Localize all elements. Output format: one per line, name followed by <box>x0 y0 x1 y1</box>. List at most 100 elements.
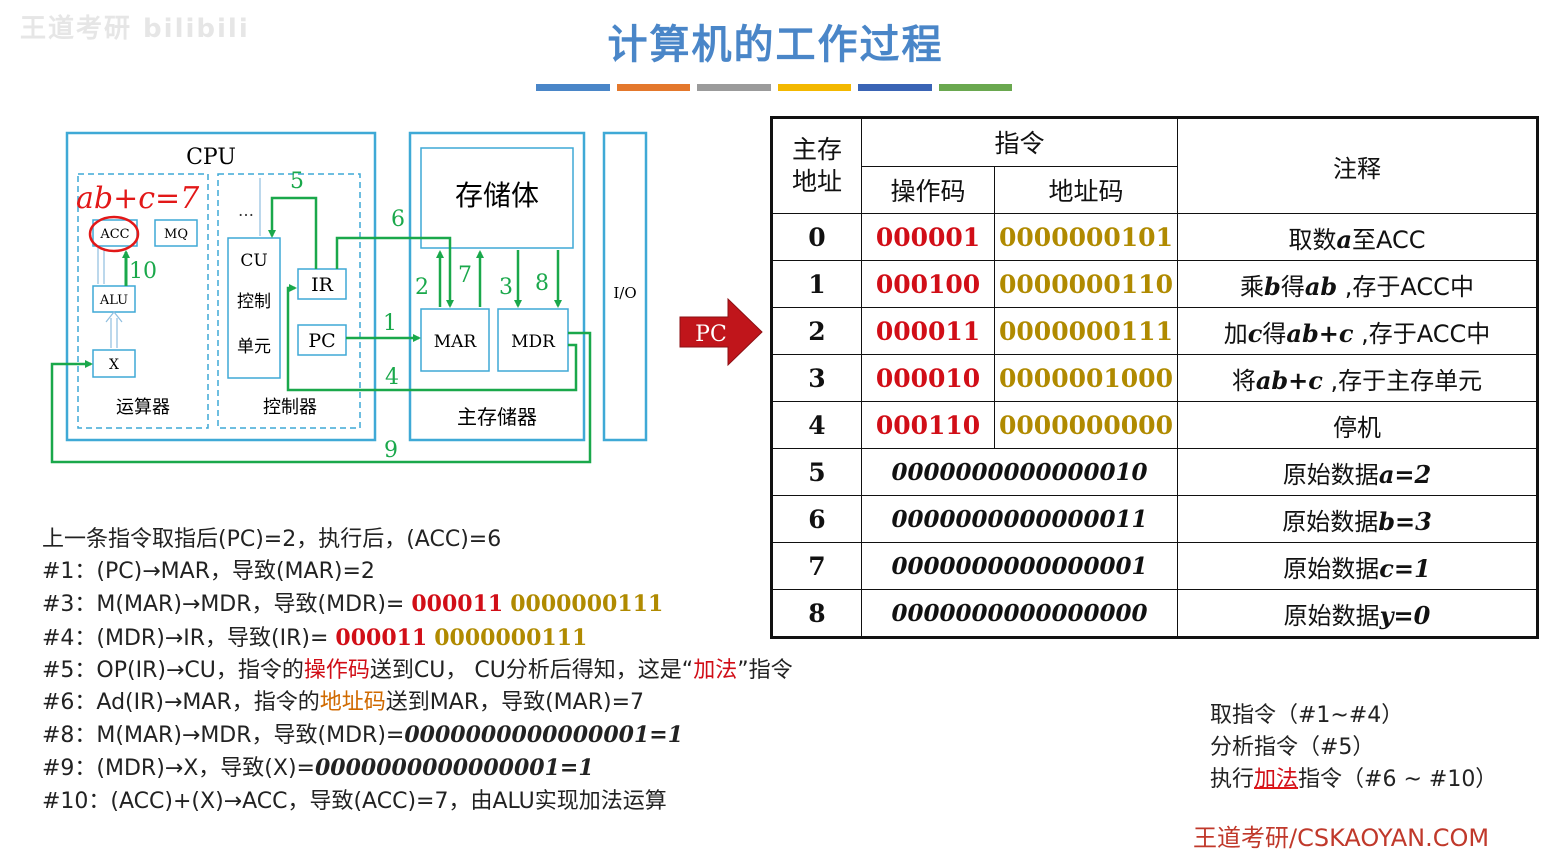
note-var: ab+c <box>1255 365 1323 395</box>
phase-summary: 取指令（#1~#4） 分析指令（#5） 执行加法指令（#6 ~ #10） <box>1210 700 1497 796</box>
arrow-4 <box>286 284 578 392</box>
note-text: 取数 <box>1288 225 1337 254</box>
note-text: 至ACC <box>1352 225 1426 254</box>
note-var: a <box>1336 224 1353 254</box>
cell-addr: 1 <box>771 260 862 308</box>
footer-brand: 王道考研/CSKAOYAN.COM <box>1193 824 1490 852</box>
step-text: 送到CU， CU分析后得知，这是“ <box>369 657 694 683</box>
phase-execute: 执行加法指令（#6 ~ #10） <box>1210 764 1497 796</box>
cell-note: 将ab+c ,存于主存单元 <box>1177 354 1538 402</box>
storage-label: 存储体 <box>455 179 539 212</box>
step-highlight: 操作码 <box>303 657 370 683</box>
note-text: 原始数据 <box>1283 554 1380 583</box>
ir-label: IR <box>311 274 334 296</box>
cell-addrcode: 0000000111 <box>994 307 1178 355</box>
cell-note: 原始数据c=1 <box>1177 542 1538 590</box>
step-line: #3：M(MAR)→MDR，导致(MDR)= 000011 0000000111 <box>42 588 793 621</box>
step-num-2: 2 <box>415 275 429 300</box>
table-row: 4 000110 0000000000 停机 <box>771 401 1538 449</box>
cell-opcode: 000011 <box>861 307 995 355</box>
step-text: #9：(MDR)→X，导致(X)= <box>42 756 315 782</box>
storage-box <box>420 147 574 249</box>
step-line: 上一条指令取指后(PC)=2，执行后，(ACC)=6 <box>42 527 502 552</box>
note-text: 得 <box>1262 319 1287 348</box>
note-text: 原始数据 <box>1282 507 1379 536</box>
step-num-5: 5 <box>290 169 304 194</box>
header-address-line-2: 地址 <box>791 167 842 196</box>
step-opcode: 000011 <box>335 624 428 651</box>
cell-opcode: 000110 <box>861 401 995 449</box>
step-text: #3：M(MAR)→MDR，导致(MDR)= <box>42 592 412 618</box>
io-label: I/O <box>613 284 636 302</box>
cell-addrcode: 0000000000 <box>994 401 1178 449</box>
step-num-8: 8 <box>535 271 549 296</box>
table-row: 7 0000000000000001 原始数据c=1 <box>771 542 1538 590</box>
cu-box <box>227 237 281 379</box>
cell-note: 原始数据a=2 <box>1177 448 1538 496</box>
color-bar-segment <box>697 84 771 91</box>
table-row: 5 0000000000000010 原始数据a=2 <box>771 448 1538 496</box>
alu-box <box>92 285 136 313</box>
cell-note: 乘b得ab ,存于ACC中 <box>1177 260 1538 308</box>
note-text: ,存于ACC中 <box>1337 272 1474 301</box>
cell-addr: 5 <box>771 448 862 496</box>
step-num-7: 7 <box>458 263 472 288</box>
note-var: b <box>1264 271 1281 301</box>
phase-text: 指令（#6 ~ #10） <box>1298 767 1498 792</box>
note-var: c=1 <box>1379 553 1431 583</box>
cell-note: 原始数据y=0 <box>1177 589 1538 638</box>
step-value: 0000000000000001=1 <box>404 722 684 749</box>
step-opcode: 000011 <box>411 591 504 618</box>
memory-box <box>408 131 586 442</box>
step-addrcode: 0000000111 <box>434 624 588 651</box>
header-instruction: 指令 <box>861 117 1178 167</box>
step-highlight: 地址码 <box>319 690 386 716</box>
step-highlight: 加法 <box>693 657 738 683</box>
table-row: 2 000011 0000000111 加c得ab+c ,存于ACC中 <box>771 307 1538 355</box>
acc-alu-link <box>97 248 105 284</box>
step-num-9: 9 <box>384 438 398 463</box>
mdr-box <box>497 308 569 372</box>
step-text: #8：M(MAR)→MDR，导致(MDR)= <box>42 723 405 749</box>
step-num-1: 1 <box>383 311 397 336</box>
step-num-10: 10 <box>129 259 157 284</box>
instruction-table: 主存地址 指令 注释 操作码 地址码 0 000001 0000000101 取… <box>770 116 1539 639</box>
ctrl-unit-box <box>217 173 361 429</box>
cell-addrcode: 0000001000 <box>994 354 1178 402</box>
cell-addr: 3 <box>771 354 862 402</box>
arrow-6 <box>335 236 454 308</box>
pc-label: PC <box>308 330 335 352</box>
arrow-9 <box>50 331 592 464</box>
note-var: ab+c <box>1286 318 1354 348</box>
ctrl-unit-label: 控制器 <box>263 397 317 418</box>
cell-addr: 7 <box>771 542 862 590</box>
note-var: ab <box>1304 271 1338 301</box>
table-row: 6 0000000000000011 原始数据b=3 <box>771 495 1538 543</box>
alu-unit-label: 运算器 <box>116 397 170 418</box>
note-var: y=0 <box>1379 600 1431 630</box>
header-address: 主存地址 <box>771 117 862 214</box>
step-text: ”指令 <box>737 657 793 683</box>
step-addrcode: 0000000111 <box>510 591 664 618</box>
step-line: #4：(MDR)→IR，导致(IR)= 000011 0000000111 <box>42 622 793 655</box>
cpu-box <box>65 131 377 442</box>
table-row: 8 0000000000000000 原始数据y=0 <box>771 589 1538 638</box>
ir-box <box>297 268 347 300</box>
acc-circle <box>88 215 140 253</box>
cell-data: 0000000000000011 <box>861 495 1178 543</box>
mar-label: MAR <box>434 332 478 352</box>
cell-note: 原始数据b=3 <box>1177 495 1538 543</box>
alu-label: ALU <box>99 293 128 308</box>
mdr-label: MDR <box>511 332 556 352</box>
note-text: 将 <box>1231 366 1256 395</box>
note-var: c <box>1247 318 1263 348</box>
step-num-3: 3 <box>499 275 513 300</box>
note-text: ,存于ACC中 <box>1353 319 1491 348</box>
note-var: b=3 <box>1378 506 1432 536</box>
step-num-4: 4 <box>385 365 399 390</box>
phase-highlight: 加法 <box>1254 767 1299 792</box>
cell-opcode: 000100 <box>861 260 995 308</box>
note-var: a=2 <box>1378 459 1432 489</box>
mq-box <box>154 219 198 247</box>
